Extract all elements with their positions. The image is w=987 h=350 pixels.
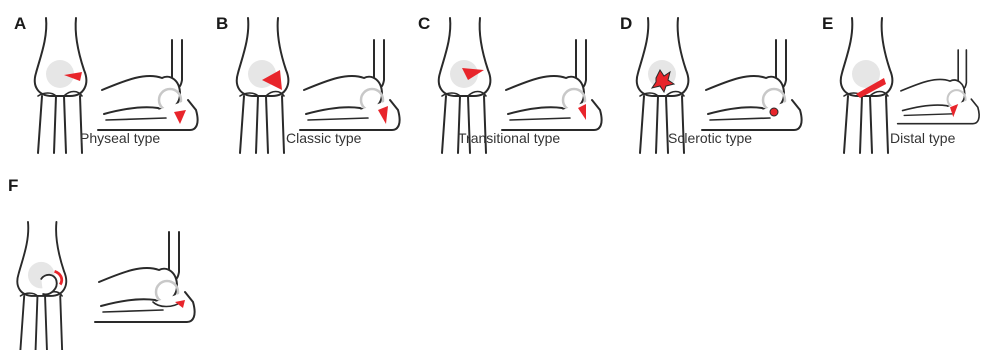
panel-d: D Sclerotic type bbox=[610, 0, 810, 170]
panel-letter: D bbox=[620, 14, 632, 34]
panel-letter: B bbox=[216, 14, 228, 34]
panel-c: C Transitional type bbox=[400, 0, 600, 170]
elbow-ap-view-drawing bbox=[6, 222, 86, 350]
panel-caption: Classic type bbox=[286, 130, 361, 146]
panel-letter: E bbox=[822, 14, 833, 34]
panel-letter: F bbox=[8, 176, 18, 196]
panel-caption: Sclerotic type bbox=[668, 130, 752, 146]
panel-caption: Physeal type bbox=[80, 130, 160, 146]
panel-letter: A bbox=[14, 14, 26, 34]
panel-caption: Transitional type bbox=[458, 130, 560, 146]
lesion-lateral-icon bbox=[770, 108, 778, 116]
panel-e: E Distal type bbox=[810, 0, 987, 170]
panel-a: A Physeal type bbox=[0, 0, 190, 170]
panel-caption: Distal type bbox=[890, 130, 955, 146]
panel-b: B Classic type bbox=[200, 0, 390, 170]
panel-letter: C bbox=[418, 14, 430, 34]
panel-f: F bbox=[0, 170, 230, 349]
elbow-lateral-view-drawing bbox=[88, 232, 208, 342]
